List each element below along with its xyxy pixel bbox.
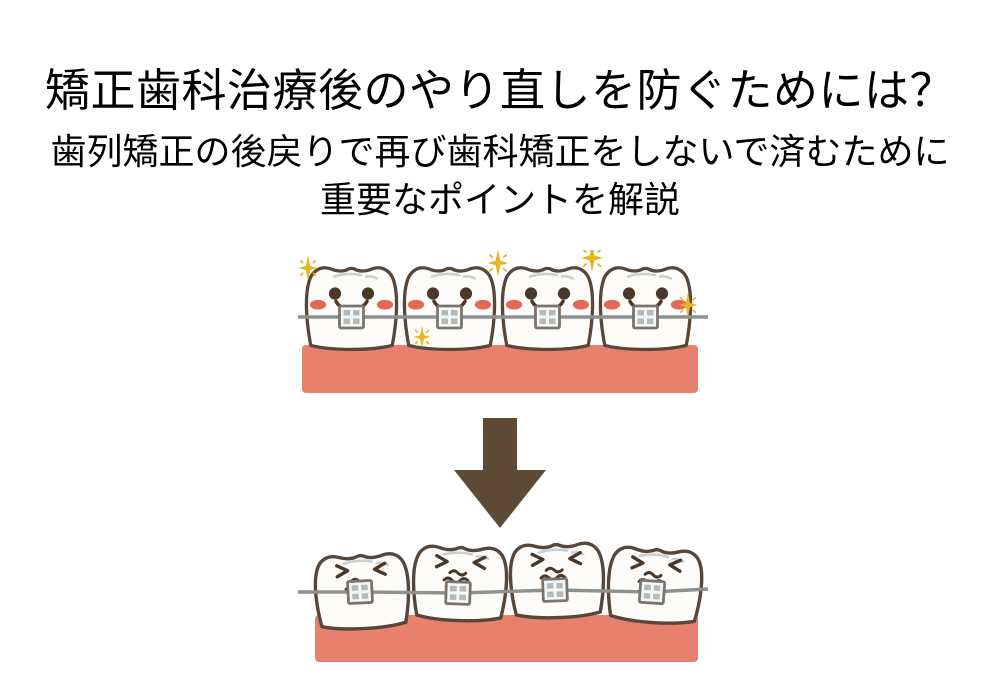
braces-bracket	[338, 304, 365, 330]
down-arrow-icon	[454, 418, 546, 528]
sparkle-icon	[580, 250, 604, 274]
braces-bracket	[436, 304, 463, 330]
braces-bracket	[444, 580, 472, 606]
braces-bracket	[637, 578, 667, 606]
page-subtitle: 歯列矯正の後戻りで再び歯科矯正をしないで済むために重要なポイントを解説	[0, 128, 1000, 224]
teeth-before-illustration	[298, 250, 708, 393]
braces-bracket	[346, 578, 374, 606]
gums	[315, 615, 698, 662]
gums	[302, 345, 698, 393]
braces-bracket	[534, 304, 561, 330]
braces-bracket	[632, 304, 659, 330]
sparkle-icon	[486, 250, 510, 278]
subtitle-line-2: 重要なポイントを解説	[319, 179, 680, 220]
braces-bracket	[541, 577, 569, 603]
page-title: 矯正歯科治療後のやり直しを防ぐためには？	[44, 65, 955, 116]
teeth-after-illustration	[298, 540, 709, 662]
subtitle-line-1: 歯列矯正の後戻りで再び歯科矯正をしないで済むために	[50, 131, 950, 172]
